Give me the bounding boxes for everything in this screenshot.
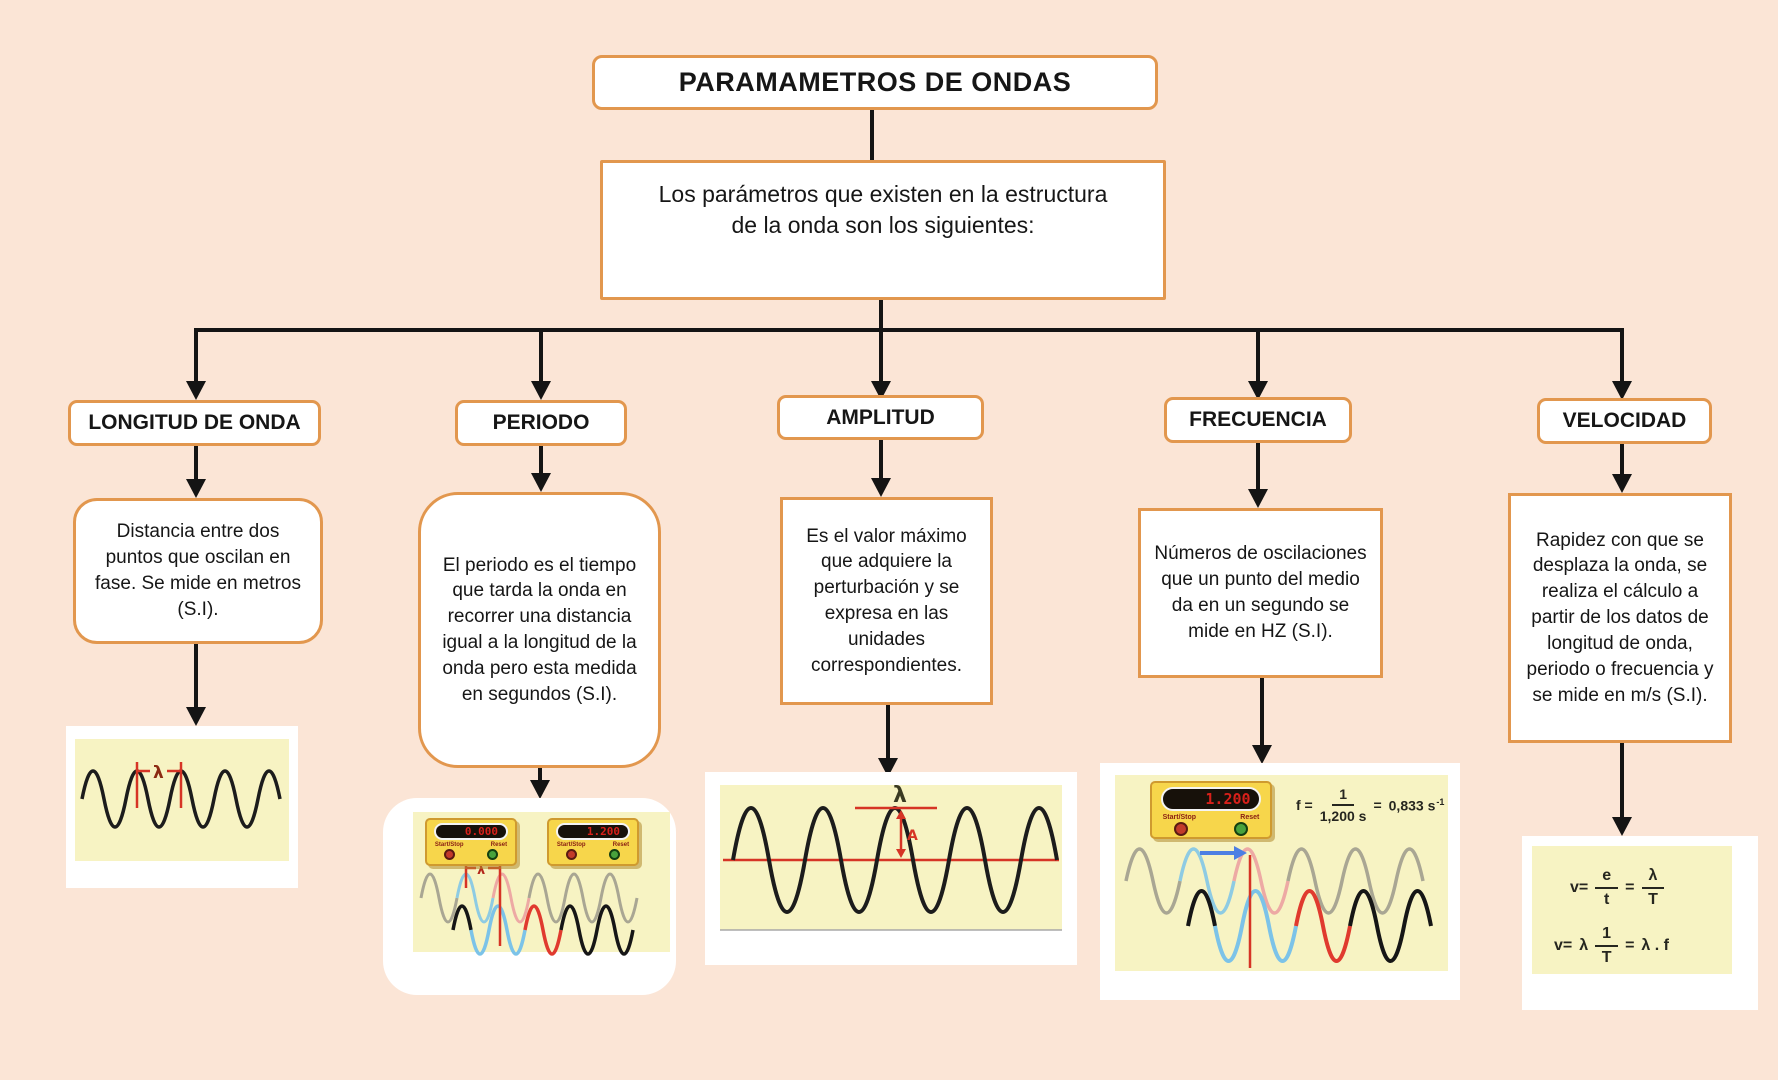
stopwatch: 0.000 Start/Stop Reset [425,818,517,866]
stopwatch-start-button-icon [443,849,455,860]
branch-description-amplitud: Es el valor máximo que adquiere la pertu… [780,497,993,705]
amplitude-measurement-lines [855,806,937,854]
page-title: PARAMAMETROS DE ONDAS [592,55,1158,110]
faded-wave [419,872,639,924]
arrowhead [1248,381,1268,400]
arrowhead [186,707,206,726]
branch-header-frecuencia: FRECUENCIA [1164,397,1352,443]
stopwatch-display: 0.000 [434,823,508,840]
formula-equals: = [1373,797,1382,813]
arrowhead [186,479,206,498]
formula-numerator: 1 [1595,926,1619,947]
stopwatch-display: 1.200 [1161,787,1261,811]
arrowhead [1252,745,1272,764]
branch-description-longitud: Distancia entre dos puntos que oscilan e… [73,498,323,644]
figure-cream-panel [1532,846,1732,974]
moving-wave [1186,889,1433,963]
lambda-label: λ [893,783,907,808]
formula-lhs: v= [1554,937,1573,954]
frequency-formula: f = 1 1,200 s = 0,833 s-1 [1296,787,1444,823]
formula-fraction: λ T [1641,868,1665,908]
stopwatch-startstop-label: Start/Stop [556,842,586,848]
arrowhead [1612,474,1632,493]
lambda-measurement-lines [464,856,502,946]
stopwatch-start-button-icon [565,849,577,860]
stopwatch: 1.200 Start/Stop Reset [1150,781,1272,839]
intro-box: Los parámetros que existen en la estruct… [600,160,1166,300]
lambda-label: λ [153,763,164,783]
stopwatch-reset-button-icon [487,849,499,860]
formula-lhs: v= [1570,879,1589,896]
stopwatch-reset-button-icon [609,849,621,860]
formula-numerator: λ [1641,868,1665,889]
formula-denominator: t [1604,891,1610,908]
stopwatch-display: 1.200 [556,823,630,840]
arrowhead [186,381,206,400]
velocity-formula-2: v= λ 1 T = λ . f [1554,926,1669,966]
formula-fraction: e t [1595,868,1619,908]
formula-lambda: λ [1579,937,1589,954]
formula-denominator: T [1601,949,1612,966]
branch-description-velocidad: Rapidez con que se desplaza la onda, se … [1508,493,1732,743]
stopwatch-startstop-label: Start/Stop [1162,814,1197,821]
arrowhead [1248,489,1268,508]
stopwatch-startstop-label: Start/Stop [434,842,464,848]
stopwatch-reset-button-icon [1233,822,1248,836]
stopwatch-reset-label: Reset [612,842,630,848]
branch-header-velocidad: VELOCIDAD [1537,398,1712,444]
formula-denominator: T [1648,891,1658,908]
branch-description-periodo: El periodo es el tiempo que tarda la ond… [418,492,661,768]
arrowhead [871,478,891,497]
formula-result: 0,833 s-1 [1389,797,1445,814]
amplitude-arrowheads [896,810,906,858]
arrowhead [1612,381,1632,400]
arrowhead [871,381,891,400]
formula-rhs: λ . f [1641,937,1669,954]
formula-equals: = [1625,937,1635,954]
figure-frecuencia: 1.200 Start/Stop Reset f = 1 1,200 s = 0… [1100,763,1460,1000]
formula-lhs: f = [1296,797,1313,813]
formula-numerator: e [1595,868,1619,889]
velocity-formula-1: v= e t = λ T [1570,868,1665,908]
moving-wave [451,904,635,956]
stopwatch: 1.200 Start/Stop Reset [547,818,639,866]
arrowhead [530,780,550,799]
arrowhead [878,758,898,777]
arrowhead [531,473,551,492]
branch-description-frecuencia: Números de oscilaciones que un punto del… [1138,508,1383,678]
formula-fraction: 1 T [1595,926,1619,966]
direction-arrow-icon [1200,846,1247,860]
figure-amplitud-wave: A λ [705,772,1077,965]
figure-periodo: λ 0.000 Start/Stop Reset 1.200 Start/Sto… [383,798,676,995]
formula-denominator: 1,200 s [1319,808,1367,824]
formula-equals: = [1625,879,1635,896]
formula-numerator: 1 [1332,787,1354,806]
lambda-measurement-lines [135,762,183,808]
stopwatch-start-button-icon [1174,822,1189,836]
stopwatch-reset-label: Reset [1240,814,1260,821]
branch-header-amplitud: AMPLITUD [777,395,984,440]
arrowhead [531,381,551,400]
figure-longitud-wave: λ [66,726,298,888]
branch-header-longitud: LONGITUD DE ONDA [68,400,321,446]
branch-header-periodo: PERIODO [455,400,627,446]
lambda-label: λ [477,863,485,878]
amplitude-label: A [907,828,918,844]
formula-result-value: 0,833 s [1388,797,1436,814]
stopwatch-reset-label: Reset [490,842,508,848]
formula-fraction: 1 1,200 s [1320,787,1367,823]
figure-velocidad-formulas: v= e t = λ T v= λ 1 T = λ . f [1522,836,1758,1010]
arrowhead [1612,817,1632,836]
formula-result-exponent: -1 [1436,796,1445,807]
